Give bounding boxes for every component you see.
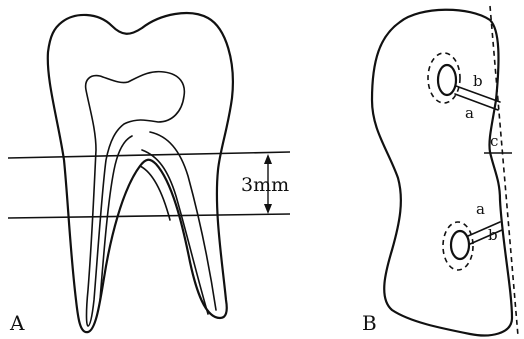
- tooth-outline: [48, 13, 233, 332]
- gap-label-c: c: [490, 132, 498, 150]
- upper-label-a: a: [465, 104, 474, 122]
- lower-label-b: b: [488, 226, 498, 244]
- lower-label-a: a: [476, 200, 485, 218]
- panel-b: b a c a b B: [362, 6, 518, 336]
- upper-canal: [438, 65, 456, 95]
- panel-a: 3mm A: [8, 13, 290, 335]
- lower-section-line: [8, 214, 290, 218]
- cross-section-outline: [372, 10, 512, 336]
- panel-b-label: B: [362, 311, 377, 335]
- panel-a-label: A: [9, 311, 25, 335]
- distal-root-inner: [140, 166, 170, 220]
- upper-label-b: b: [473, 72, 483, 90]
- lower-canal: [451, 231, 469, 259]
- measurement-label: 3mm: [241, 174, 289, 196]
